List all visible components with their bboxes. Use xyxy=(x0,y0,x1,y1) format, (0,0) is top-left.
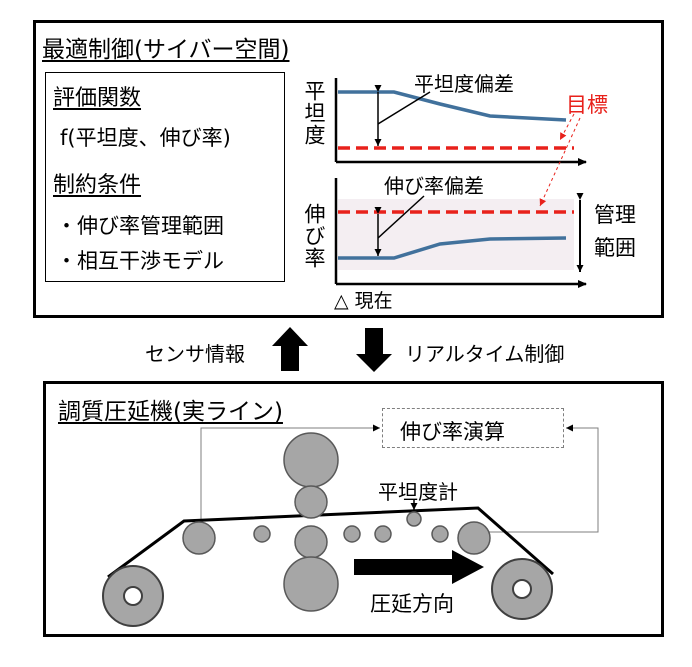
elongation-axis-label: 伸び率 xyxy=(302,203,326,269)
real-line-panel xyxy=(43,381,664,637)
control-range-label: 範囲 xyxy=(594,236,636,260)
elongation-deviation-label: 伸び率偏差 xyxy=(384,174,484,198)
optimal-control-panel xyxy=(33,20,664,318)
control-range-label: 管理 xyxy=(594,203,636,227)
constraint-item: ・相互干渉モデル xyxy=(56,249,224,273)
now-label: △ 現在 xyxy=(334,290,393,312)
realtime-control-label: リアルタイム制御 xyxy=(405,342,565,366)
constraint-item: ・伸び率管理範囲 xyxy=(56,214,224,238)
target-leader-top xyxy=(559,113,575,141)
flatness-graph xyxy=(334,78,587,166)
evaluation-box xyxy=(45,72,285,282)
elongation-graph xyxy=(334,117,587,288)
flatness-deviation-label: 平坦度偏差 xyxy=(414,72,514,96)
entry-bridle-roll xyxy=(182,521,216,555)
rolling-direction-label: 圧延方向 xyxy=(370,592,454,616)
flatness-meter-label: 平坦度計 xyxy=(378,480,458,504)
sensor-info-label: センサ情報 xyxy=(145,342,245,366)
evaluation-function-heading: 評価関数 xyxy=(53,86,142,111)
exit-bridle-roll xyxy=(457,521,491,555)
support-roll xyxy=(253,525,271,543)
lower-work-roll xyxy=(294,525,328,559)
flatness-actual-curve xyxy=(338,90,567,122)
target-label: 目標 xyxy=(566,93,608,117)
steel-strip xyxy=(107,506,554,579)
target-leader-bottom xyxy=(539,117,581,207)
upper-backup-roll xyxy=(283,432,339,488)
control-down-arrow-icon xyxy=(356,328,392,372)
rolling-direction-arrow-icon xyxy=(354,550,484,584)
elongation-deviation-leader xyxy=(377,195,425,239)
payoff-coil-hub xyxy=(123,586,143,606)
support-roll xyxy=(343,525,361,543)
elongation-calc-label: 伸び率演算 xyxy=(400,420,505,444)
flatness-deviation-leader xyxy=(377,91,431,125)
rolling-mill xyxy=(102,424,599,627)
optimal-control-title: 最適制御(サイバー空間) xyxy=(42,37,290,63)
sensor-up-arrow-icon xyxy=(272,327,308,371)
flatness-axis-label: 平坦度 xyxy=(302,80,326,146)
upper-work-roll xyxy=(294,485,328,519)
elongation-calc-box xyxy=(382,408,564,448)
signal-line-right xyxy=(480,424,599,533)
lower-backup-roll xyxy=(283,556,339,612)
signal-line-left xyxy=(200,424,380,528)
tension-reel-hub xyxy=(512,579,532,599)
elongation-actual-curve xyxy=(338,236,567,260)
evaluation-function: f(平坦度、伸び率) xyxy=(60,126,231,150)
real-line-title: 調質圧延機(実ライン) xyxy=(58,399,283,425)
arrows xyxy=(272,327,392,372)
constraint-heading: 制約条件 xyxy=(53,173,142,198)
flatness-meter-sensor xyxy=(406,511,422,527)
support-roll xyxy=(374,525,392,543)
support-roll xyxy=(431,525,449,543)
